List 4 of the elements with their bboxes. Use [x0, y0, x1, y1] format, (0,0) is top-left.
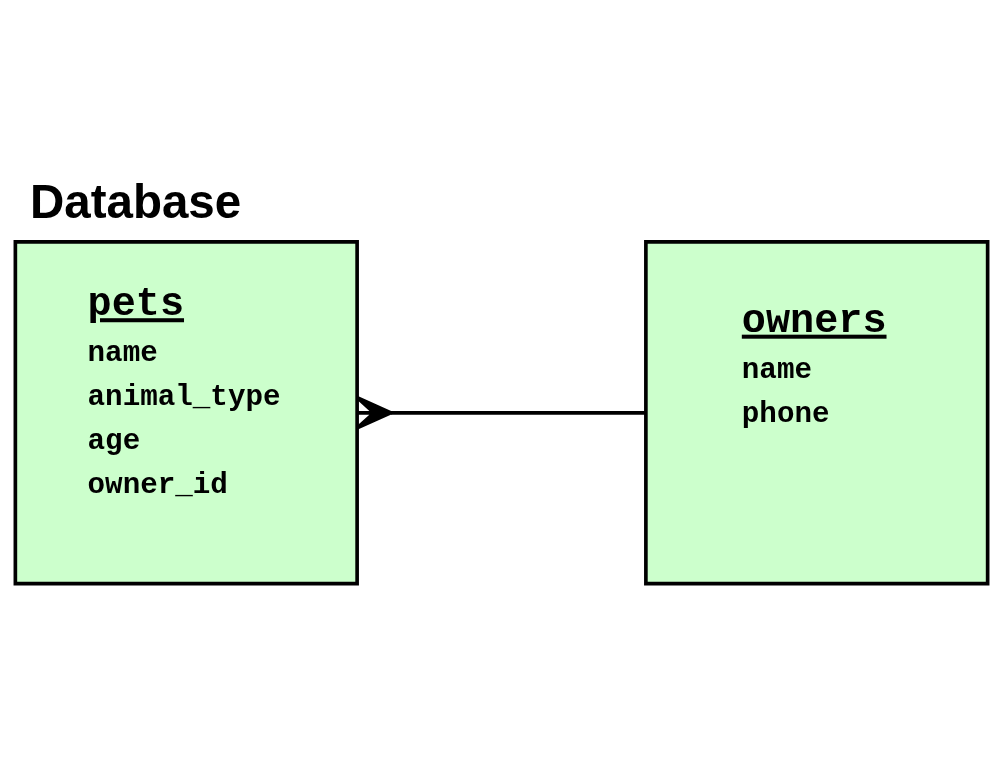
node-box: owners name phone [644, 239, 990, 586]
node-box: pets name animal_type age owner_id [13, 239, 359, 586]
diagram-title: Database [29, 174, 242, 228]
connector [355, 395, 646, 429]
